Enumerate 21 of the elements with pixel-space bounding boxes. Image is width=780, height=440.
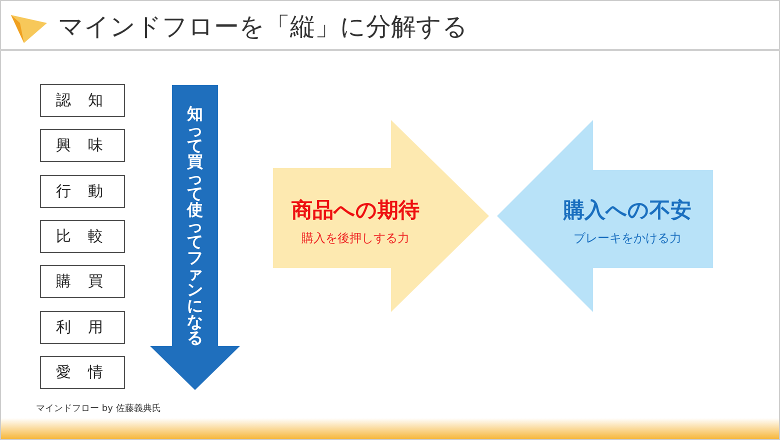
- stage-box: [40, 310, 125, 344]
- arrow-label: 知って買って使ってファンになる: [186, 106, 204, 346]
- stage-box: [40, 265, 125, 298]
- stage-label: 利 用: [56, 318, 109, 336]
- arrow-subtext: 購入を後押しする力: [300, 230, 410, 247]
- stage-label: 比 較: [56, 226, 109, 246]
- source-note: マインドフロー by 佐藤義典氏: [36, 402, 161, 415]
- stage-box: [40, 84, 125, 117]
- stage-label: 興 味: [56, 136, 109, 156]
- stage-box: [40, 174, 125, 208]
- arrow-subtext: ブレーキをかける力: [572, 230, 682, 247]
- stage-label: 行 動: [56, 182, 109, 201]
- slide-title: マインドフローを「縦」に分解する: [58, 11, 468, 43]
- stage-label: 購 買: [56, 272, 109, 292]
- stage-box: [40, 129, 125, 162]
- stage-label: 認 知: [56, 91, 109, 110]
- stage-label: 愛 情: [56, 362, 109, 382]
- stage-box: [40, 220, 125, 253]
- arrow-heading: 購入への不安: [562, 197, 692, 224]
- arrow-heading: 商品への期待: [290, 197, 420, 224]
- stage-box: [40, 356, 125, 389]
